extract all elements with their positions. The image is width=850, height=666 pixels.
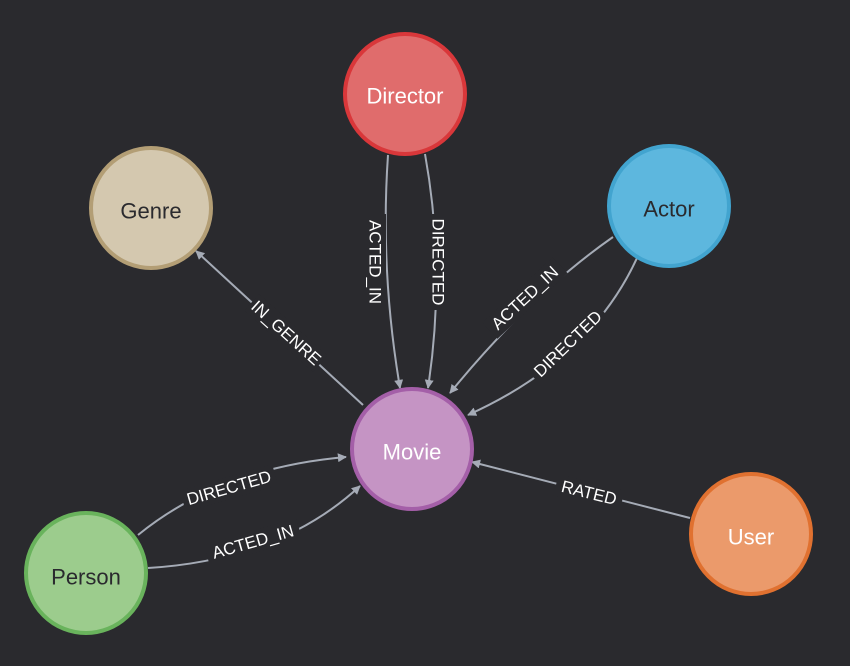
node-user[interactable]: User xyxy=(689,472,813,596)
edge-label-bg xyxy=(482,257,568,339)
node-label-movie: Movie xyxy=(383,440,442,465)
edge-label-bg xyxy=(525,302,611,386)
relationship-movie-in-genre[interactable]: IN_GENRE xyxy=(195,250,364,406)
node-person[interactable]: Person xyxy=(24,511,148,635)
node-genre[interactable]: Genre xyxy=(89,146,213,270)
edge-label: DIRECTED xyxy=(429,219,448,306)
node-circle xyxy=(343,32,467,156)
node-director[interactable]: Director xyxy=(343,32,467,156)
edge-line xyxy=(147,485,361,569)
node-circle xyxy=(607,144,731,268)
edge-label: ACTED_IN xyxy=(210,521,296,562)
relationship-director-directed[interactable]: DIRECTED xyxy=(424,153,449,389)
edge-line xyxy=(137,453,347,536)
node-label-user: User xyxy=(728,525,774,550)
node-circle xyxy=(689,472,813,596)
edge-label-bg xyxy=(244,294,328,372)
relationship-user-rated[interactable]: RATED xyxy=(471,459,691,519)
node-circle xyxy=(350,387,474,511)
edge-label-bg xyxy=(427,214,449,310)
node-circle xyxy=(89,146,213,270)
edge-label-bg xyxy=(203,518,303,566)
edge-label: ACTED_IN xyxy=(488,262,562,333)
node-label-actor: Actor xyxy=(643,197,694,222)
node-actor[interactable]: Actor xyxy=(607,144,731,268)
relationship-person-directed[interactable]: DIRECTED xyxy=(137,453,347,536)
edge-label-bg xyxy=(179,464,279,512)
relationship-person-acted-in[interactable]: ACTED_IN xyxy=(147,485,361,569)
nodes: Director Genre Actor Movie Person User xyxy=(24,32,813,635)
node-movie[interactable]: Movie xyxy=(350,387,474,511)
relationship-director-acted-in[interactable]: ACTED_IN xyxy=(364,154,404,389)
node-circle xyxy=(24,511,148,635)
edge-label: ACTED_IN xyxy=(366,220,385,304)
edge-label-bg xyxy=(364,214,386,310)
edge-label: IN_GENRE xyxy=(247,297,324,369)
node-label-person: Person xyxy=(51,565,121,590)
edge-label: DIRECTED xyxy=(185,467,274,509)
node-label-genre: Genre xyxy=(120,199,181,224)
edge-line xyxy=(384,154,404,389)
edge-label-bg xyxy=(553,474,625,512)
node-label-director: Director xyxy=(366,84,443,109)
edge-label: DIRECTED xyxy=(530,307,606,381)
